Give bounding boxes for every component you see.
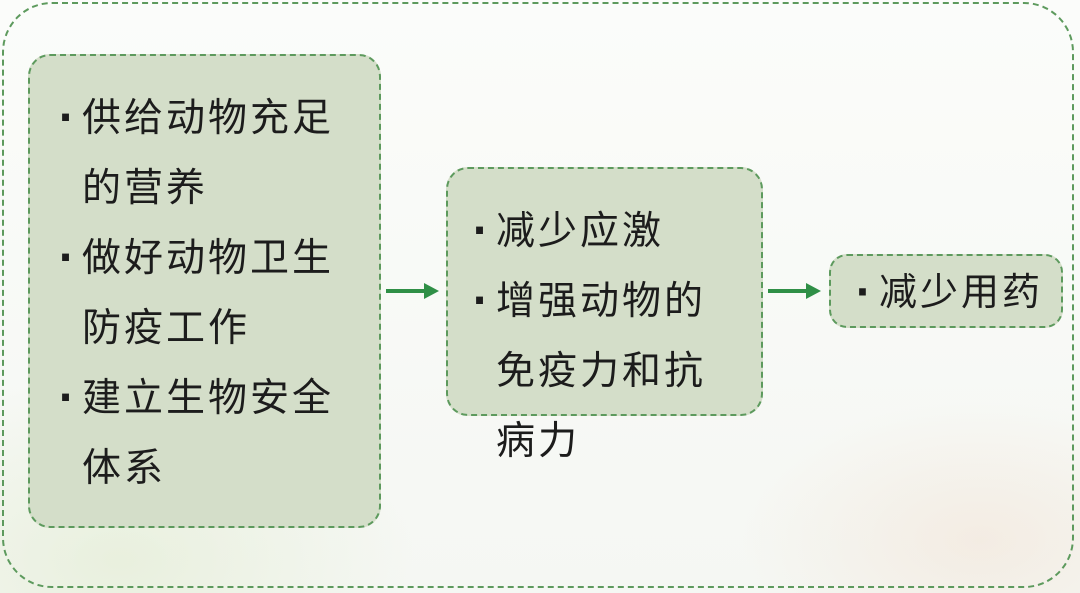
result-item-text: 减少用药 bbox=[879, 270, 1044, 314]
bullet-dot: · bbox=[472, 209, 490, 254]
bullet-dot: · bbox=[58, 376, 76, 421]
right-arrow-icon bbox=[768, 279, 822, 303]
left-item-hygiene: · 做好动物卫生防疫工作 bbox=[52, 224, 361, 364]
bullet-dot: · bbox=[58, 96, 76, 141]
left-item-text: 建立生物安全体系 bbox=[82, 376, 335, 491]
left-measure-box: · 供给动物充足的营养 · 做好动物卫生防疫工作 · 建立生物安全体系 bbox=[28, 54, 381, 528]
middle-item-stress: · 减少应激 bbox=[466, 197, 747, 267]
bullet-dot: · bbox=[58, 236, 76, 281]
bullet-dot: · bbox=[472, 279, 490, 324]
middle-effect-box: · 减少应激 · 增强动物的免疫力和抗病力 bbox=[446, 167, 763, 464]
result-item-less-medication: · 减少用药 bbox=[849, 266, 1055, 318]
bullet-dot: · bbox=[855, 270, 873, 314]
left-item-nutrition: · 供给动物充足的营养 bbox=[52, 84, 361, 224]
left-item-biosecurity: · 建立生物安全体系 bbox=[52, 364, 361, 504]
left-item-text: 做好动物卫生防疫工作 bbox=[82, 236, 335, 351]
middle-item-text: 减少应激 bbox=[496, 209, 665, 254]
right-arrow-icon bbox=[386, 279, 440, 303]
left-item-text: 供给动物充足的营养 bbox=[82, 96, 335, 211]
result-box: · 减少用药 bbox=[829, 254, 1063, 328]
middle-item-immunity: · 增强动物的免疫力和抗病力 bbox=[466, 267, 747, 477]
middle-item-text: 增强动物的免疫力和抗病力 bbox=[496, 279, 707, 464]
